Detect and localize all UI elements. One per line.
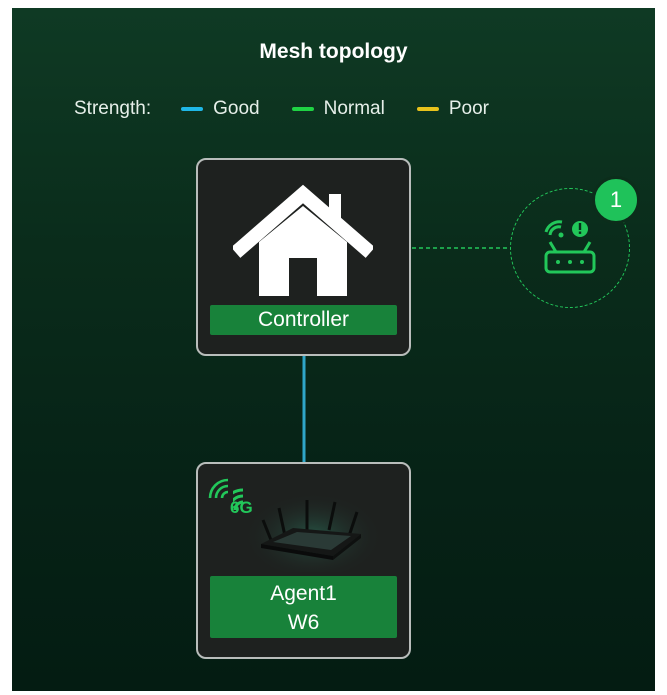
legend-swatch-good — [181, 107, 204, 111]
legend-swatch-poor — [416, 107, 439, 111]
band-badge: 6G — [230, 498, 253, 517]
page-title: Mesh topology — [259, 40, 408, 63]
offline-device-node[interactable] — [510, 188, 630, 308]
wifi-6g-icon — [208, 478, 229, 499]
controller-label: Controller — [210, 305, 397, 335]
legend-text-normal: Normal — [323, 98, 385, 119]
mesh-topology-panel: Mesh topology Strength: Good Normal Poor… — [12, 8, 655, 691]
router-icon — [233, 488, 383, 572]
offline-count-badge[interactable]: 1 — [592, 176, 640, 224]
topology-links — [302, 247, 510, 462]
legend-text-good: Good — [213, 98, 260, 119]
legend-swatch-normal — [291, 107, 314, 111]
agent-label-model: W6 — [287, 611, 320, 634]
legend-item-poor: Poor — [416, 98, 489, 120]
agent-label-name: Agent1 — [270, 582, 337, 605]
legend-item-normal: Normal — [291, 98, 385, 120]
legend-label: Strength: — [74, 98, 152, 119]
strength-legend: Strength: Good Normal Poor — [74, 98, 521, 120]
legend-item-good: Good — [181, 98, 260, 120]
agent-node[interactable]: 6G Agent1 W6 — [196, 462, 411, 659]
agent-label: Agent1 W6 — [210, 576, 397, 638]
controller-node[interactable]: Controller — [196, 158, 411, 356]
legend-text-poor: Poor — [448, 98, 489, 119]
home-icon — [233, 184, 373, 296]
router-alert-icon — [544, 220, 596, 274]
